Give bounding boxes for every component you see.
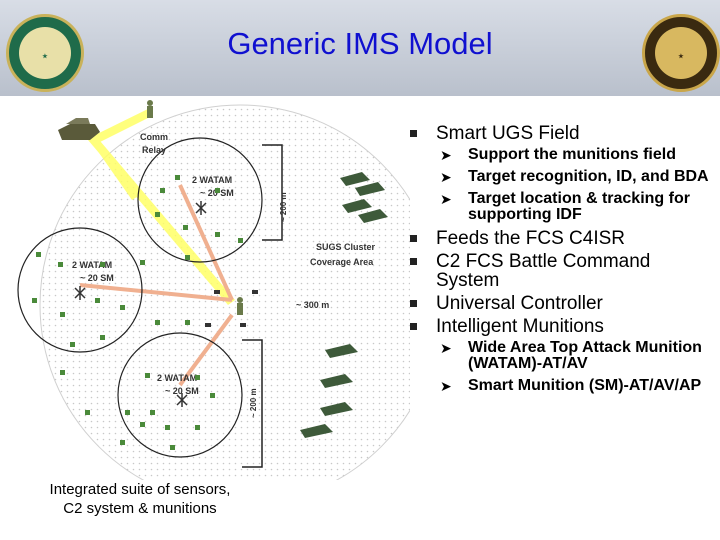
page-title: Generic IMS Model <box>227 26 493 61</box>
coverage-label: SUGS Cluster Coverage Area <box>310 242 378 267</box>
arrow-marker-icon: ➤ <box>440 169 452 185</box>
signal-links <box>79 184 234 387</box>
arrow-marker-icon: ➤ <box>440 147 452 163</box>
bullet-text: C2 FCS Battle Command System <box>436 251 651 291</box>
left-seal-logo: ★ <box>6 14 84 92</box>
sub-bullet-text: Target location & tracking for supportin… <box>468 190 690 223</box>
sub-bullet-text: Support the munitions field <box>468 146 676 163</box>
bullet-text: Universal Controller <box>436 293 603 314</box>
soldier-icon <box>147 100 153 118</box>
enemy-vehicle-icons <box>300 172 388 438</box>
sensor-markers <box>32 175 243 450</box>
cluster-circle-top <box>137 137 263 263</box>
cluster-circle-left <box>17 227 143 353</box>
bullet-text: Smart UGS Field <box>436 123 580 144</box>
dimension-bracket-top <box>262 144 283 241</box>
bullet-c2-fcs: C2 FCS Battle Command System <box>410 252 715 290</box>
watam-marker-icon <box>195 201 207 215</box>
comm-relay-aircraft-icon <box>58 118 100 140</box>
arrow-marker-icon: ➤ <box>440 191 452 207</box>
ims-field-diagram: Comm Relay 2 WATAM ~ 20 SM 2 WATAM ~ 20 … <box>17 100 410 480</box>
diagram-caption: Integrated suite of sensors, C2 system &… <box>49 481 231 517</box>
bullet-marker <box>410 323 417 330</box>
range-label: ~ 300 m <box>296 300 329 310</box>
cluster-left-label: 2 WATAM ~ 20 SM <box>72 260 115 283</box>
bullet-marker <box>410 258 417 265</box>
cluster-bottom-line-2: ~ 20 SM <box>165 386 199 396</box>
bullet-marker <box>410 235 417 242</box>
bullet-list: Smart UGS Field ➤ Support the munitions f… <box>410 124 715 400</box>
cluster-left-line-1: 2 WATAM <box>72 260 112 270</box>
bullet-fcs-c4isr: Feeds the FCS C4ISR <box>410 229 715 248</box>
watam-marker-icon <box>176 393 188 407</box>
comm-relay-label: Comm Relay <box>140 132 171 155</box>
sub-bullet-text: Wide Area Top Attack Munition (WATAM)-AT… <box>468 339 702 372</box>
sub-bullet-text: Smart Munition (SM)-AT/AV/AP <box>468 377 702 394</box>
comm-relay-line-2: Relay <box>142 145 166 155</box>
bullet-smart-ugs: Smart UGS Field <box>410 124 715 143</box>
sub-bullet: ➤ Target recognition, ID, and BDA <box>410 168 715 186</box>
sub-bullet-text: Target recognition, ID, and BDA <box>468 168 709 185</box>
title-banner: ★ Generic IMS Model ★ <box>0 0 720 96</box>
arrow-marker-icon: ➤ <box>440 378 452 394</box>
right-seal-logo: ★ <box>642 14 720 92</box>
sub-bullet: ➤ Smart Munition (SM)-AT/AV/AP <box>410 377 715 395</box>
arrow-marker-icon: ➤ <box>440 340 452 356</box>
ugs-sensor-pods <box>205 290 258 327</box>
watam-marker-icon <box>74 286 86 300</box>
bullet-universal-controller: Universal Controller <box>410 294 715 313</box>
cluster-bottom-line-1: 2 WATAM <box>157 373 197 383</box>
dimension-bracket-bottom <box>242 339 263 468</box>
bullet-marker <box>410 130 417 137</box>
cluster-left-line-2: ~ 20 SM <box>80 273 114 283</box>
sub-bullet: ➤ Support the munitions field <box>410 146 715 164</box>
sub-bullet: ➤ Target location & tracking for supporti… <box>410 191 715 223</box>
bullet-text: Feeds the FCS C4ISR <box>436 228 626 249</box>
dimension-top-label: ~ 200 m <box>279 192 288 222</box>
cluster-circle-bottom <box>117 332 243 458</box>
coverage-line-1: SUGS Cluster <box>316 242 376 252</box>
dimension-bottom-label: ~ 200 m <box>249 388 258 418</box>
coverage-line-2: Coverage Area <box>310 257 374 267</box>
bullet-marker <box>410 300 417 307</box>
bullet-intelligent-munitions: Intelligent Munitions <box>410 317 715 336</box>
soldier-icon <box>237 297 243 315</box>
bullet-text: Intelligent Munitions <box>436 316 604 337</box>
sub-bullet: ➤ Wide Area Top Attack Munition (WATAM)-A… <box>410 340 715 372</box>
cluster-bottom-label: 2 WATAM ~ 20 SM <box>157 373 200 396</box>
comm-relay-line-1: Comm <box>140 132 168 142</box>
cluster-top-line-1: 2 WATAM <box>192 175 232 185</box>
